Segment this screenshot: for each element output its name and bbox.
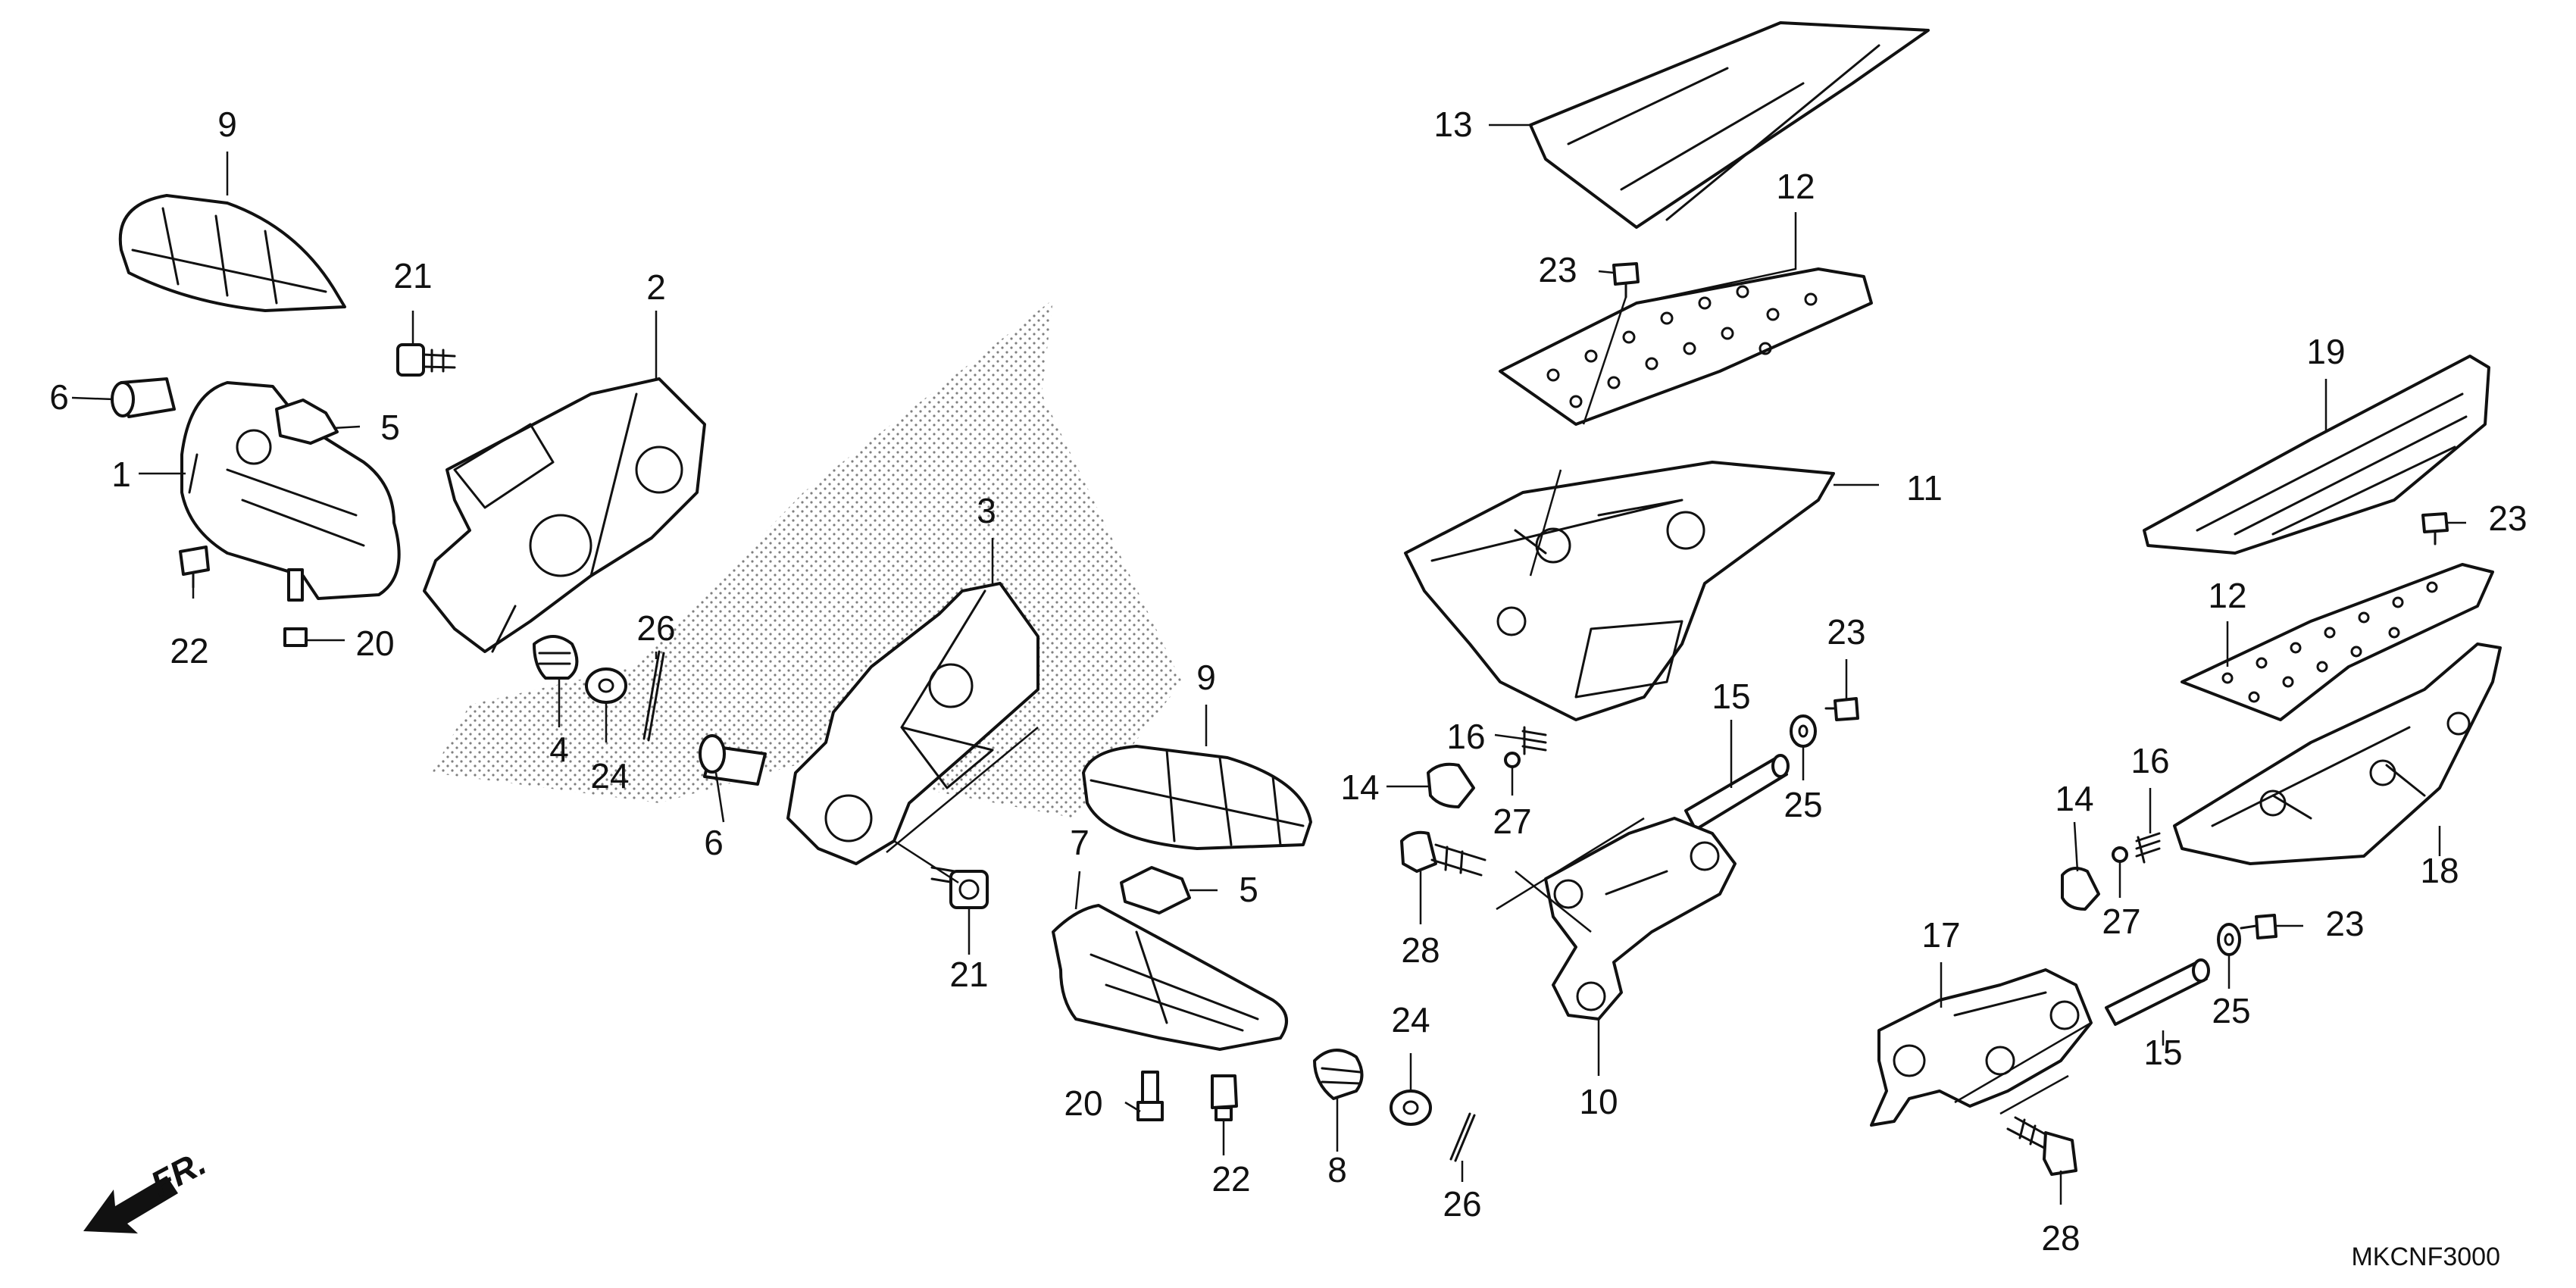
part-23-screw-c [2421, 512, 2449, 546]
part-27-ball-b [2112, 846, 2128, 863]
callout-2: 2 [646, 267, 666, 307]
callout-23-center: 23 [1827, 612, 1865, 652]
part-15-pin-a [1684, 754, 1790, 831]
callout-23-top: 23 [1538, 250, 1577, 289]
diagram-code: MKCNF3000 [2351, 1243, 2500, 1271]
callout-10: 10 [1579, 1082, 1618, 1121]
callout-20-left: 20 [355, 624, 394, 663]
callout-26-left: 26 [636, 608, 675, 648]
callout-24-left: 24 [590, 756, 629, 796]
callout-25-right: 25 [2212, 991, 2250, 1030]
callout-6-center: 6 [704, 823, 724, 862]
part-4-spring [533, 635, 579, 680]
part-16-spring-a [1521, 726, 1547, 755]
callout-16-right: 16 [2131, 741, 2169, 780]
callout-12-center: 12 [1776, 167, 1815, 206]
callout-14-center: 14 [1340, 767, 1379, 807]
front-direction-arrow-icon: FR. [83, 1143, 212, 1233]
part-2-holder [423, 377, 706, 653]
part-26-pin-b [1449, 1112, 1476, 1162]
part-16-spring-b [2135, 832, 2161, 864]
callout-28-center: 28 [1401, 930, 1440, 970]
callout-1: 1 [111, 455, 131, 494]
part-15-pin-b [2105, 958, 2210, 1026]
part-8-spring [1313, 1049, 1364, 1100]
callout-labels: 9 21 2 6 5 1 22 20 3 26 4 24 6 21 9 7 5 … [49, 105, 2527, 1258]
part-20-bolt-a [283, 568, 308, 647]
part-5-clip-b [1120, 866, 1191, 914]
part-26-pin-a [642, 650, 665, 742]
part-27-ball-a [1504, 752, 1521, 768]
callout-5-center: 5 [1239, 870, 1258, 909]
part-23-screw-a [1612, 262, 1640, 299]
callout-12-right: 12 [2208, 576, 2246, 615]
part-6-pin-a [111, 377, 176, 418]
part-7-footpeg [1052, 904, 1288, 1051]
callout-8: 8 [1327, 1150, 1347, 1190]
callout-15-center: 15 [1712, 677, 1750, 716]
part-24-washer-a [585, 667, 627, 704]
part-9-lower-rubber [1082, 745, 1312, 850]
part-22-bolt-b [1211, 1074, 1238, 1121]
part-21-bolt-a [396, 343, 456, 377]
callout-14-right: 14 [2055, 779, 2093, 818]
part-25-washer-a [1790, 714, 1817, 748]
callout-15-right: 15 [2143, 1033, 2182, 1072]
part-14-clip-b [2061, 867, 2100, 911]
part-14-clip-a [1427, 762, 1475, 808]
callout-28-right: 28 [2041, 1218, 2080, 1258]
part-28-bolt-b [2006, 1116, 2077, 1176]
part-20-bolt-b [1136, 1071, 1164, 1121]
callout-23-right-top: 23 [2488, 499, 2527, 538]
callout-9-upper: 9 [217, 105, 237, 144]
part-25-washer-b [2217, 923, 2241, 956]
part-11-footboard-base [1404, 461, 1835, 721]
part-12-perforated-plate-b [2181, 563, 2494, 721]
callout-25-center: 25 [1784, 785, 1822, 824]
callout-7: 7 [1070, 823, 1089, 862]
callout-19: 19 [2306, 332, 2345, 371]
callout-5-left: 5 [380, 408, 400, 447]
callout-27-right: 27 [2102, 902, 2140, 941]
callout-22-center: 22 [1211, 1159, 1250, 1199]
part-23-screw-b [1824, 697, 1859, 721]
part-18-base [2173, 642, 2502, 865]
part-24-washer-b [1390, 1089, 1432, 1126]
callout-4: 4 [549, 730, 569, 769]
callout-23-right-bottom: 23 [2325, 904, 2364, 943]
leader-lines [71, 123, 2466, 1205]
part-5-clip-a [275, 399, 339, 445]
callout-17: 17 [1921, 915, 1960, 955]
callout-3: 3 [977, 491, 996, 530]
callout-22-left: 22 [170, 631, 208, 671]
part-21-bolt-b [930, 866, 989, 909]
part-13-plate [1529, 21, 1930, 229]
callout-26-center: 26 [1443, 1184, 1481, 1224]
part-23-screw-d [2240, 914, 2277, 939]
callout-6-left: 6 [49, 377, 69, 417]
callout-21-left: 21 [393, 256, 432, 295]
callout-9-lower: 9 [1196, 658, 1216, 697]
callout-16-center: 16 [1446, 717, 1485, 756]
part-22-bolt-a [179, 546, 210, 589]
callout-13: 13 [1433, 105, 1472, 144]
callout-18: 18 [2420, 851, 2459, 890]
part-3-holder [786, 582, 1039, 865]
part-10-bracket [1544, 817, 1737, 1021]
callout-24-center: 24 [1391, 1000, 1430, 1039]
callout-11: 11 [1906, 468, 1943, 508]
part-17-bracket [1870, 968, 2093, 1127]
part-19-top-plate [2143, 355, 2490, 555]
callout-27-center: 27 [1493, 802, 1531, 841]
callout-20-center: 20 [1064, 1083, 1102, 1123]
part-28-bolt-a [1400, 830, 1487, 877]
callout-21-center: 21 [949, 955, 988, 994]
part-9-upper-rubber [118, 194, 346, 312]
part-1-footpeg [180, 381, 401, 600]
part-6-pin-b [699, 734, 767, 786]
